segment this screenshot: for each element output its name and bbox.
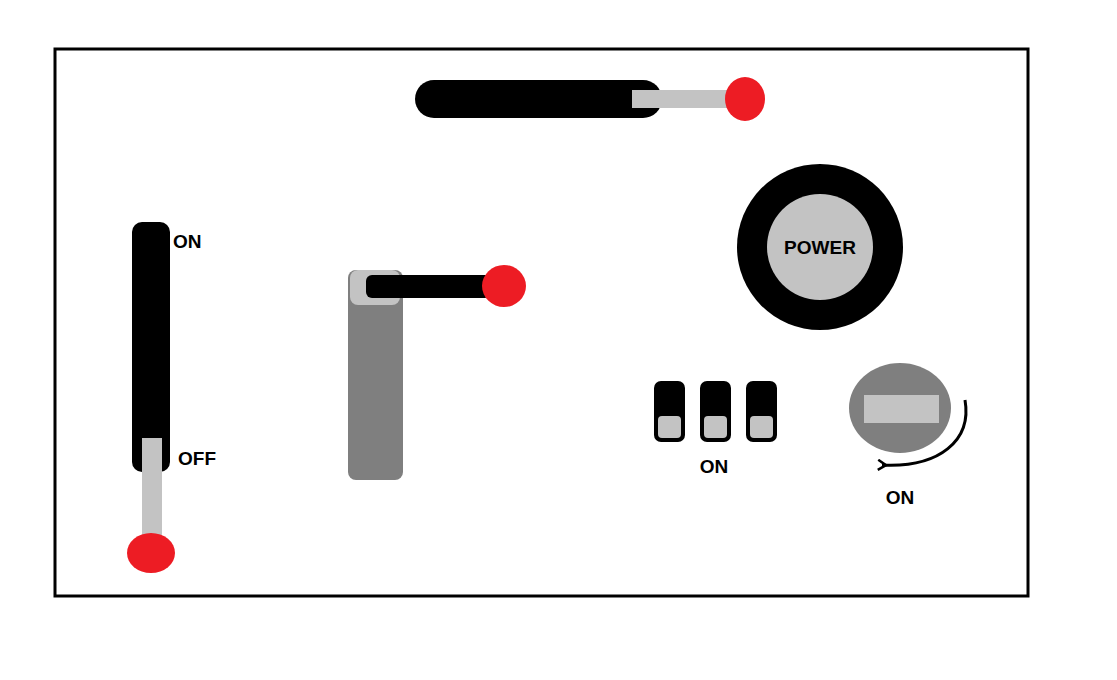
rotary-switch <box>849 363 966 465</box>
panel-frame <box>55 49 1028 596</box>
vertical-lever-off <box>127 222 175 573</box>
horizontal-lever <box>415 77 765 121</box>
switch-state-label: ON <box>173 232 202 251</box>
switch-state-label: OFF <box>178 449 216 468</box>
knife-lever <box>348 265 526 480</box>
switch-state-label: ON <box>886 488 915 507</box>
power-button: POWER <box>737 164 903 330</box>
button-label: POWER <box>784 238 856 257</box>
dip-switches <box>654 381 777 442</box>
switch-state-label: ON <box>700 457 729 476</box>
